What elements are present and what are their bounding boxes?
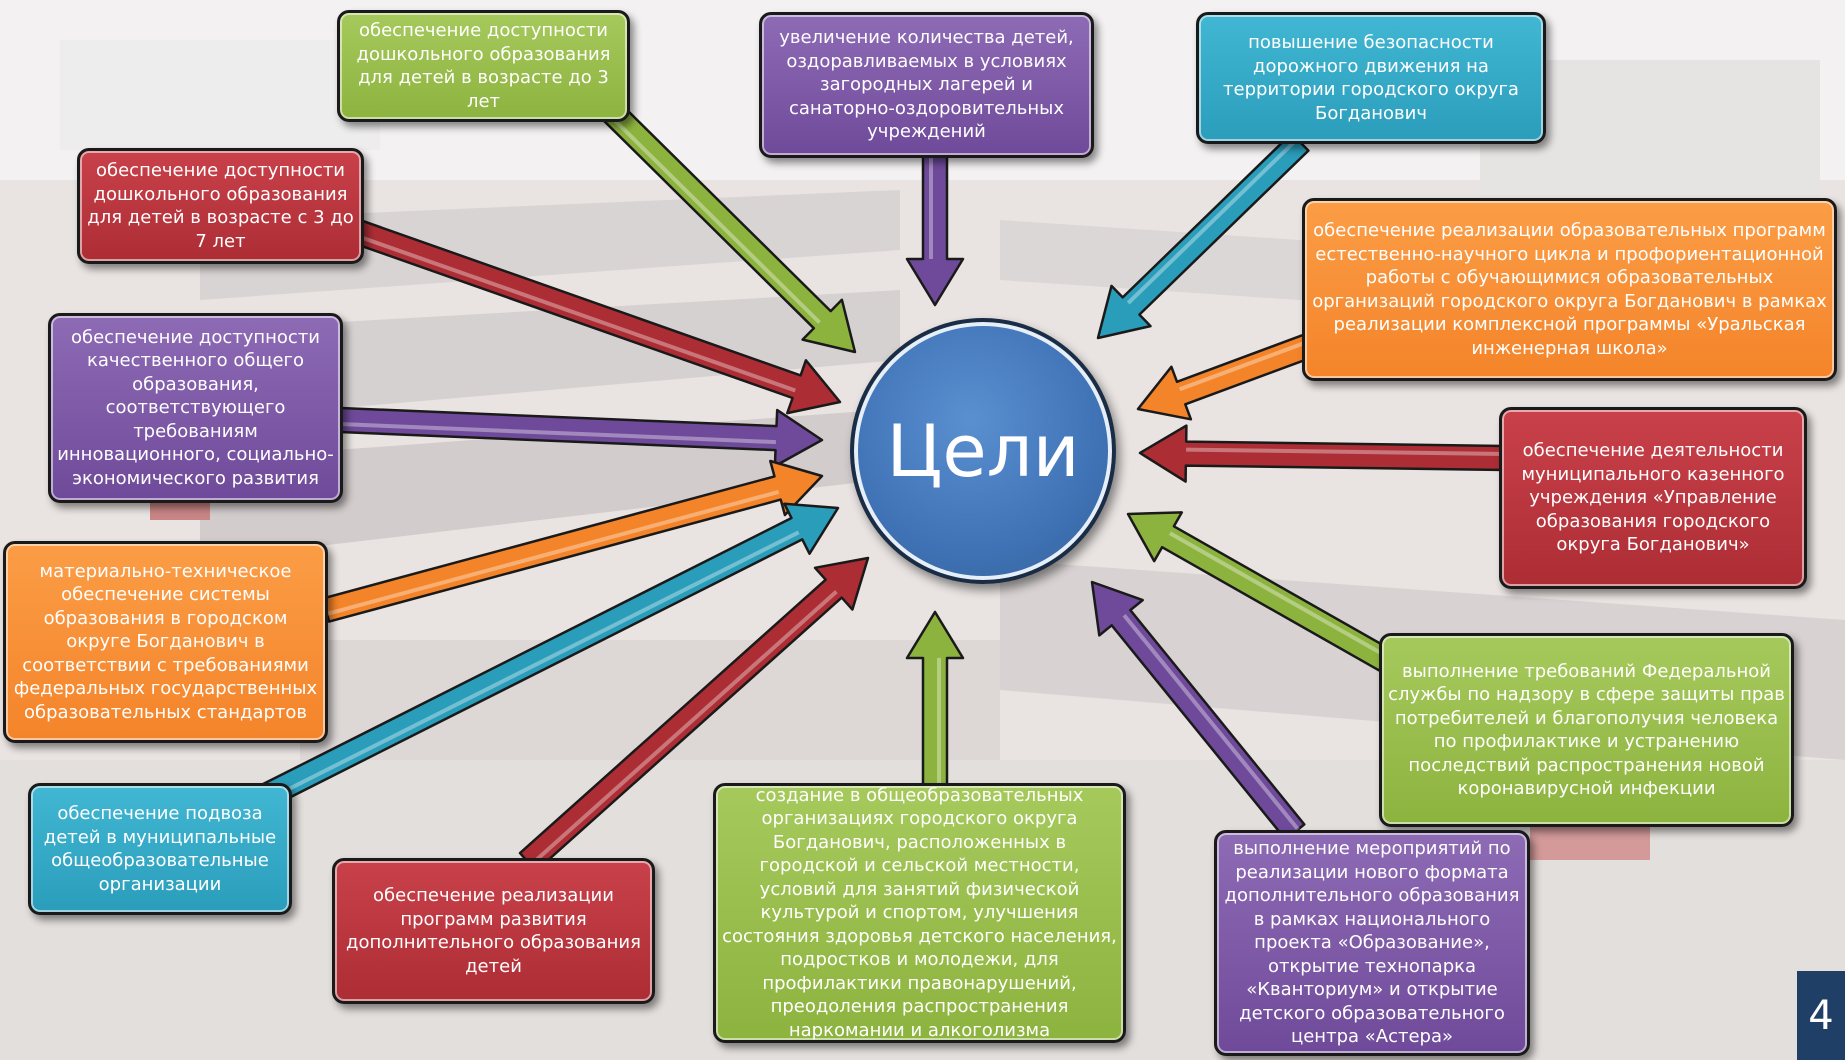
- goal-text: обеспечение доступности качественного об…: [57, 326, 334, 489]
- goal-text: обеспечение реализации программ развития…: [346, 885, 641, 977]
- arrow-g1: [600, 100, 857, 354]
- arrow-g10-highlight: [268, 530, 800, 801]
- arrow-g4: [352, 219, 842, 415]
- goal-text: обеспечение подвоза детей в муниципальны…: [43, 803, 277, 895]
- goal-text: обеспечение деятельности муниципального …: [1521, 440, 1785, 556]
- goal-text: выполнение требований Федеральной службы…: [1388, 660, 1785, 800]
- arrow-g12: [905, 610, 965, 787]
- goal-text: материально-техническое обеспечение сист…: [13, 560, 318, 723]
- goal-box-rospotrebnadzor: выполнение требований Федеральной службы…: [1379, 633, 1794, 827]
- arrow-g10: [261, 502, 840, 807]
- arrow-g3-highlight: [1126, 137, 1299, 305]
- arrow-g6: [338, 406, 824, 468]
- arrow-g1-highlight: [605, 111, 821, 324]
- goal-box-general-education: обеспечение доступности качественного об…: [48, 313, 343, 503]
- goal-box-kvantorium: выполнение мероприятий по реализации нов…: [1214, 830, 1530, 1056]
- goal-text: обеспечение доступности дошкольного обра…: [356, 20, 611, 112]
- arrow-g13-highlight: [1122, 613, 1300, 831]
- arrow-g8-highlight: [326, 489, 780, 616]
- arrow-g9: [1126, 511, 1393, 672]
- goal-box-preschool-under-3: обеспечение доступности дошкольного обра…: [337, 10, 630, 122]
- goal-box-additional-education: обеспечение реализации программ развития…: [332, 858, 655, 1004]
- goals-center-circle: Цели: [850, 318, 1116, 584]
- goal-text: создание в общеобразовательных организац…: [722, 784, 1117, 1041]
- page-number: 4: [1797, 971, 1845, 1060]
- arrow-g11-highlight: [529, 590, 838, 867]
- goal-box-engineering-school: обеспечение реализации образовательных п…: [1302, 198, 1837, 381]
- arrow-g5: [1136, 333, 1314, 421]
- center-label: Цели: [886, 409, 1080, 493]
- arrow-g4-highlight: [356, 233, 796, 393]
- arrow-g7-highlight: [1186, 447, 1506, 456]
- goal-text: обеспечение реализации образовательных п…: [1312, 220, 1827, 359]
- arrow-g13: [1090, 580, 1306, 841]
- arrow-g6-highlight: [339, 422, 776, 445]
- goal-box-material-support: материально-техническое обеспечение сист…: [3, 541, 328, 743]
- goal-box-education-department: обеспечение деятельности муниципального …: [1499, 407, 1807, 589]
- goal-box-transport: обеспечение подвоза детей в муниципальны…: [28, 783, 292, 915]
- goal-text: увеличение количества детей, оздоравлива…: [779, 27, 1074, 143]
- arrow-g8: [321, 459, 824, 623]
- goal-box-preschool-3-7: обеспечение доступности дошкольного обра…: [77, 148, 364, 264]
- arrow-g11: [518, 556, 870, 873]
- goal-text: повышение безопасности дорожного движени…: [1223, 32, 1519, 124]
- arrow-g5-highlight: [1179, 340, 1308, 392]
- arrow-g9-highlight: [1169, 531, 1388, 659]
- arrow-g3: [1096, 132, 1310, 340]
- goal-box-recreation: увеличение количества детей, оздоравлива…: [759, 12, 1094, 158]
- arrow-g2: [905, 153, 965, 307]
- goal-text: обеспечение доступности дошкольного обра…: [87, 160, 354, 252]
- goal-box-road-safety: повышение безопасности дорожного движени…: [1196, 12, 1546, 144]
- arrow-g7: [1138, 424, 1507, 483]
- goal-box-physical-culture: создание в общеобразовательных организац…: [713, 783, 1126, 1043]
- goal-text: выполнение мероприятий по реализации нов…: [1224, 838, 1520, 1048]
